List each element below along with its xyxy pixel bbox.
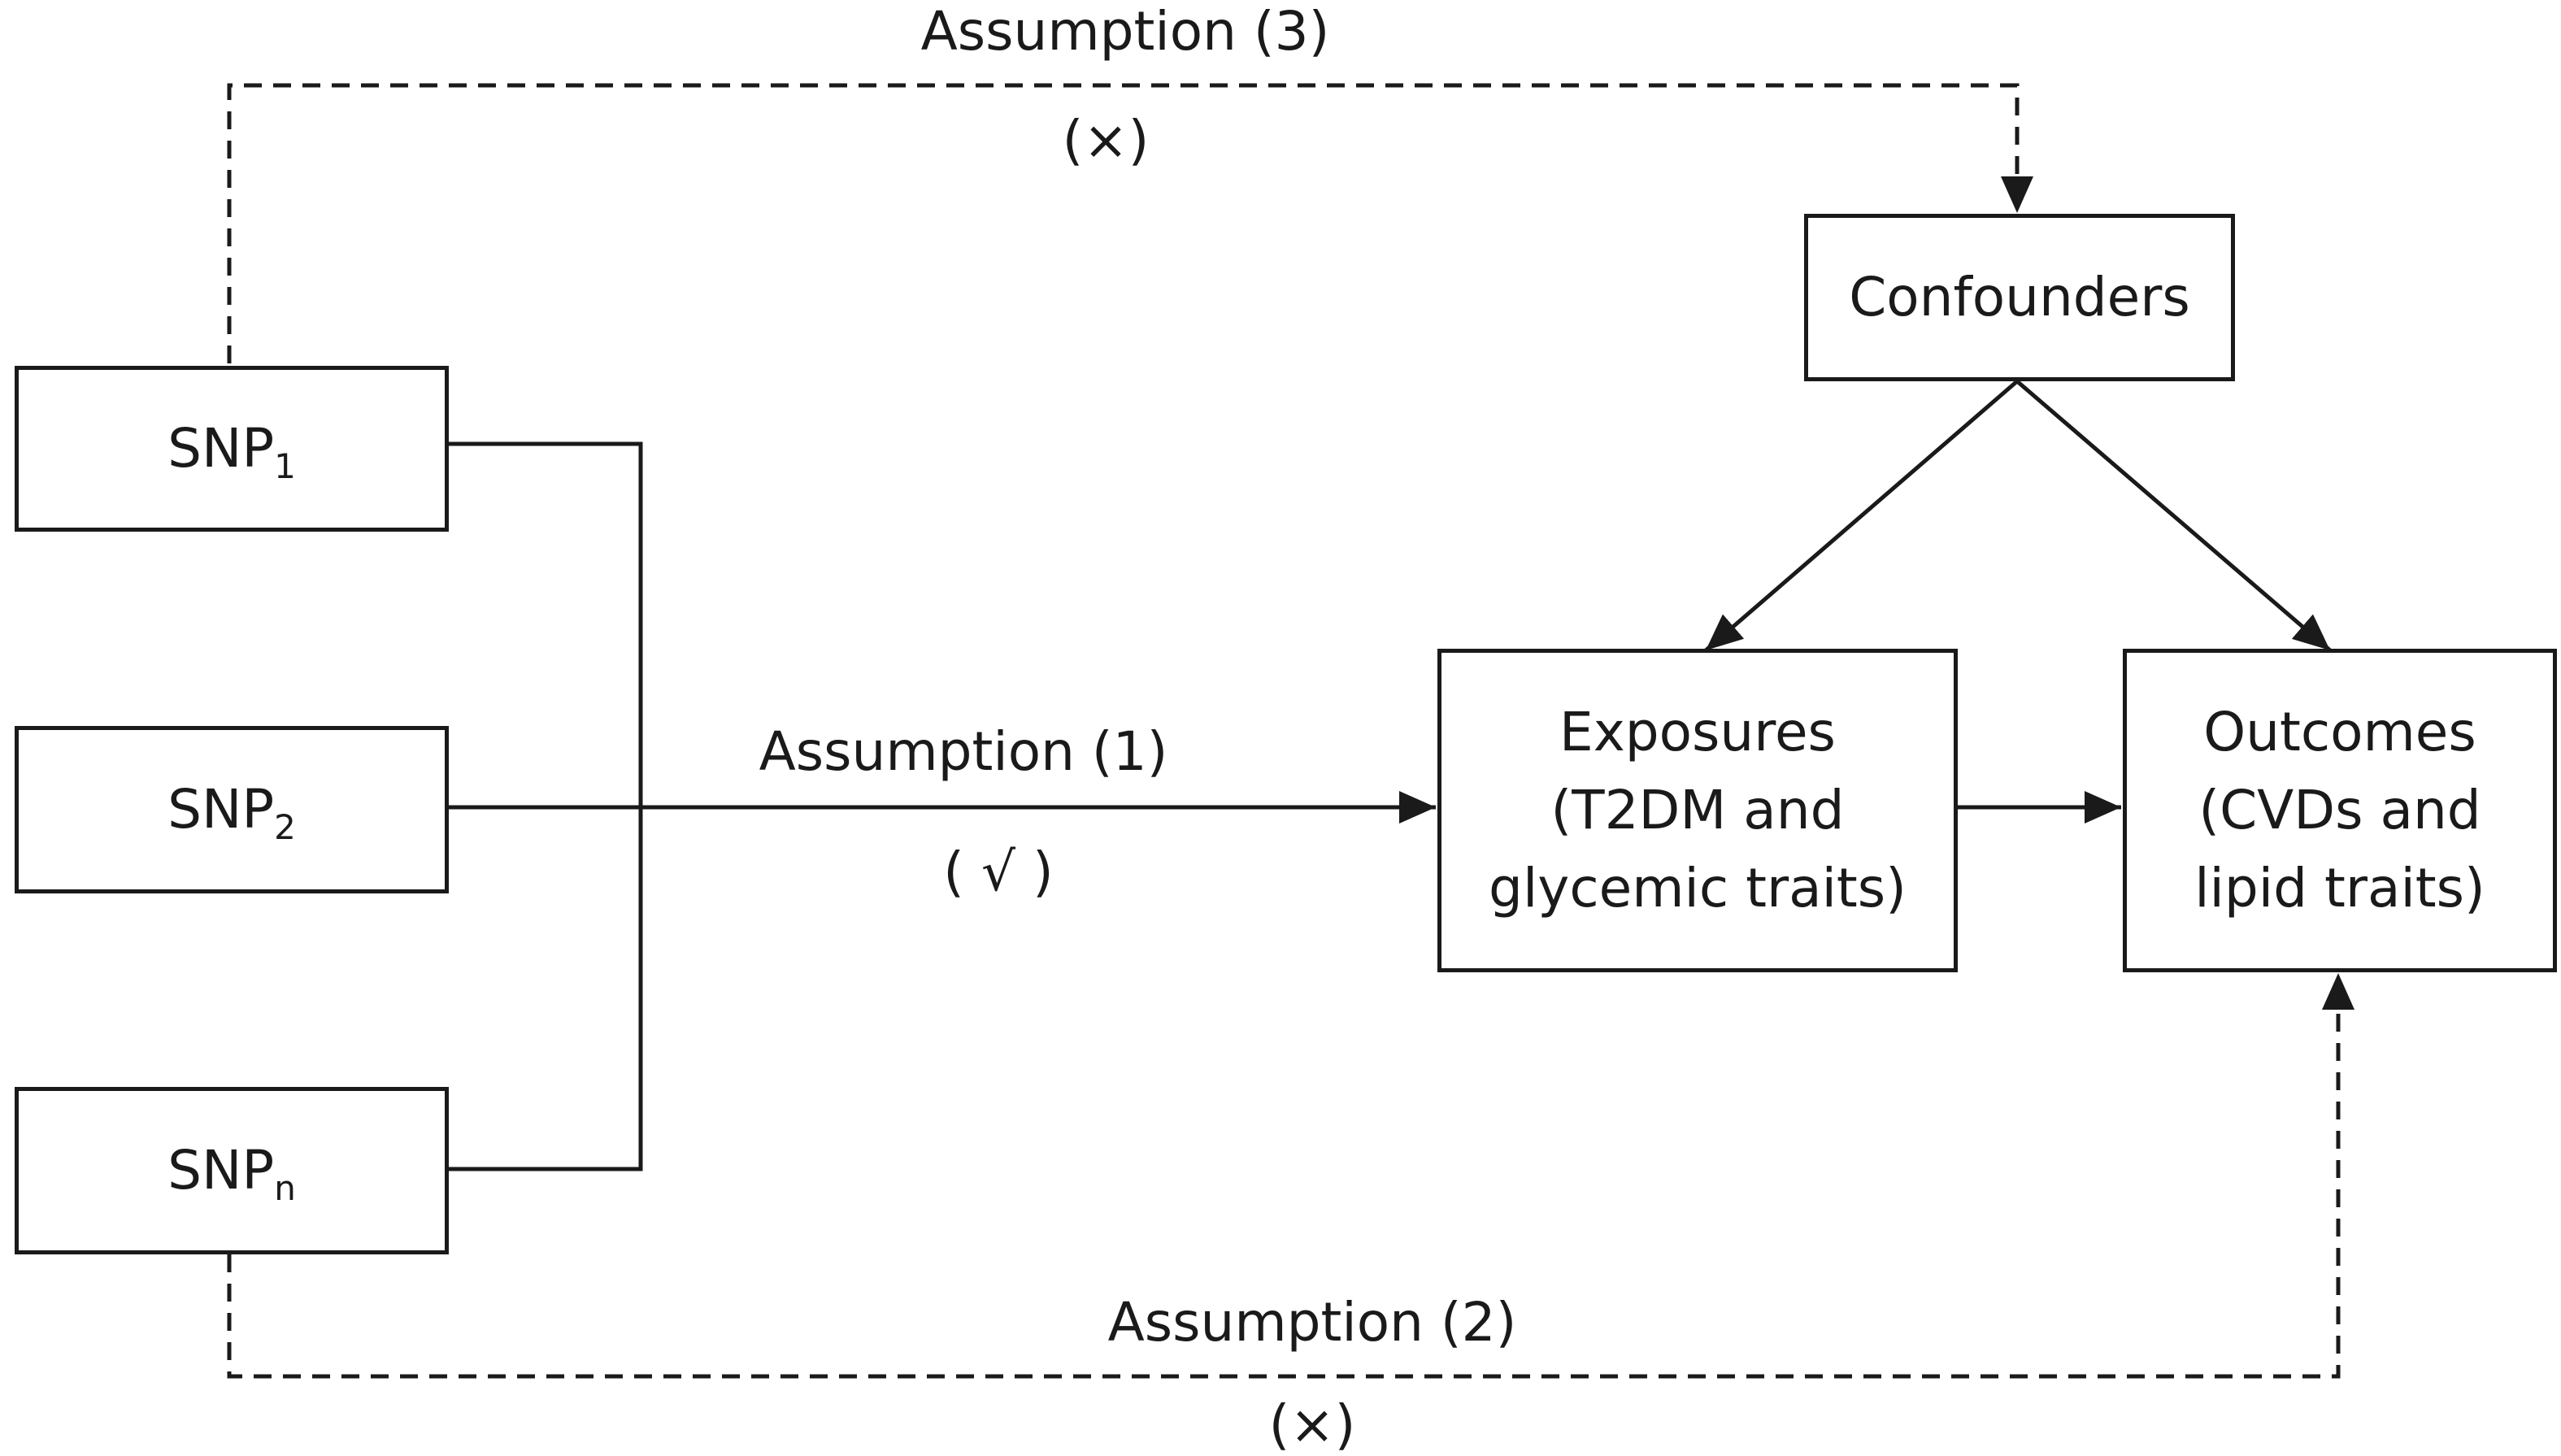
snpn-box: SNPn [15, 1087, 449, 1254]
outcomes-line-3: lipid traits) [2194, 856, 2485, 919]
outcomes-line-2: (CVDs and [2198, 779, 2481, 842]
confounder-exposure-arrow [1704, 380, 2019, 652]
assumption2-dashed-arrow [227, 973, 2354, 1379]
outcomes-title: Outcomes [2203, 701, 2476, 764]
assumption2-mark: (×) [1268, 1393, 1356, 1456]
assumption2-label: Assumption (2) [1107, 1291, 1517, 1354]
assumption1-label: Assumption (1) [759, 720, 1168, 783]
exposures-line-3: glycemic traits) [1489, 856, 1907, 919]
snp1-label: SNP1 [167, 417, 296, 487]
assumption3-dashed-arrow [227, 83, 2033, 363]
exposures-line-2: (T2DM and [1550, 779, 1845, 842]
confounders-label: Confounders [1849, 266, 2190, 329]
outcomes-box: Outcomes (CVDs and lipid traits) [2123, 649, 2557, 972]
snp2-box: SNP2 [15, 726, 449, 893]
assumption3-mark: (×) [1062, 109, 1150, 172]
exposures-box: Exposures (T2DM and glycemic traits) [1437, 649, 1958, 972]
snpn-label: SNPn [167, 1139, 296, 1209]
assumption3-label: Assumption (3) [920, 0, 1330, 63]
confounders-box: Confounders [1804, 214, 2235, 381]
snp2-label: SNP2 [167, 778, 296, 848]
assumption1-mark: ( √ ) [943, 841, 1054, 903]
confounder-outcome-arrow [2015, 380, 2332, 652]
exposures-title: Exposures [1559, 701, 1836, 764]
snp1-box: SNP1 [15, 366, 449, 532]
